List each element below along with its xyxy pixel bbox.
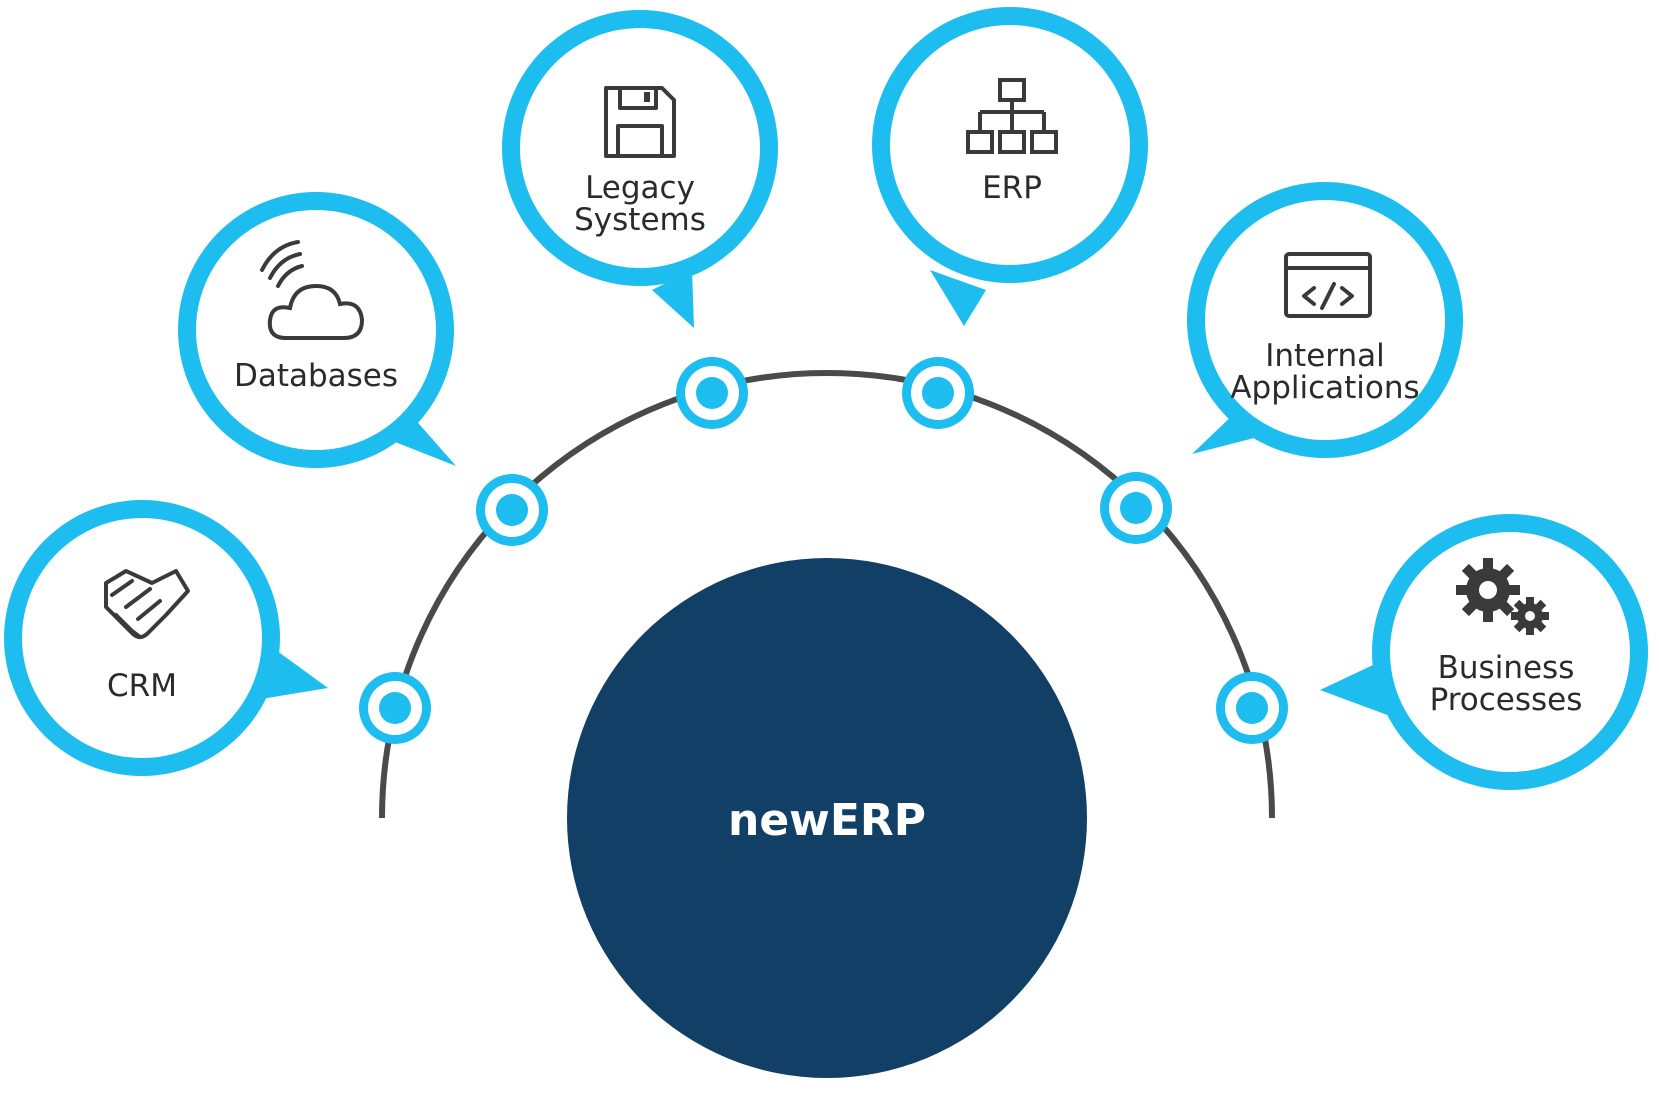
- floppy-disk-icon: [604, 86, 676, 158]
- handshake-icon: [104, 569, 190, 639]
- bubble-business-processes-label-1: Business: [1438, 650, 1575, 686]
- bubble-internal-applications: Internal Applications: [1187, 182, 1463, 458]
- arc-connector-legacy-systems: [676, 357, 748, 429]
- gears-icon: [1456, 558, 1549, 635]
- bubble-databases-label-1: Databases: [234, 358, 398, 394]
- arc-connector-erp: [902, 357, 974, 429]
- bubble-databases: Databases: [178, 192, 456, 468]
- bubble-erp-label-1: ERP: [982, 170, 1042, 206]
- connection-arc: [379, 370, 1275, 819]
- bubble-internal-applications-label-2: Applications: [1230, 370, 1419, 406]
- center-hub: newERP: [567, 558, 1087, 1078]
- arc-connectors: [359, 357, 1288, 744]
- bubble-legacy-systems-label-2: Systems: [574, 202, 706, 238]
- org-chart-icon: [966, 78, 1058, 154]
- arc-connector-business-processes: [1216, 672, 1288, 744]
- arc-connector-crm: [359, 672, 431, 744]
- arc-connector-databases: [476, 474, 548, 546]
- bubble-business-processes-label-2: Processes: [1430, 682, 1583, 718]
- bubble-crm: CRM: [4, 500, 328, 776]
- center-label: newERP: [728, 795, 926, 846]
- bubble-internal-applications-label-1: Internal: [1265, 338, 1384, 374]
- bubble-legacy-systems: Legacy Systems: [502, 10, 778, 328]
- bubble-legacy-systems-label-1: Legacy: [585, 170, 695, 206]
- bubble-erp: ERP: [872, 7, 1148, 326]
- cloud-wifi-icon: [260, 240, 365, 340]
- bubble-business-processes: Business Processes: [1320, 514, 1648, 790]
- bubble-crm-label-1: CRM: [107, 668, 177, 704]
- arc-connector-internal-applications: [1100, 472, 1172, 544]
- code-window-icon: [1284, 252, 1372, 318]
